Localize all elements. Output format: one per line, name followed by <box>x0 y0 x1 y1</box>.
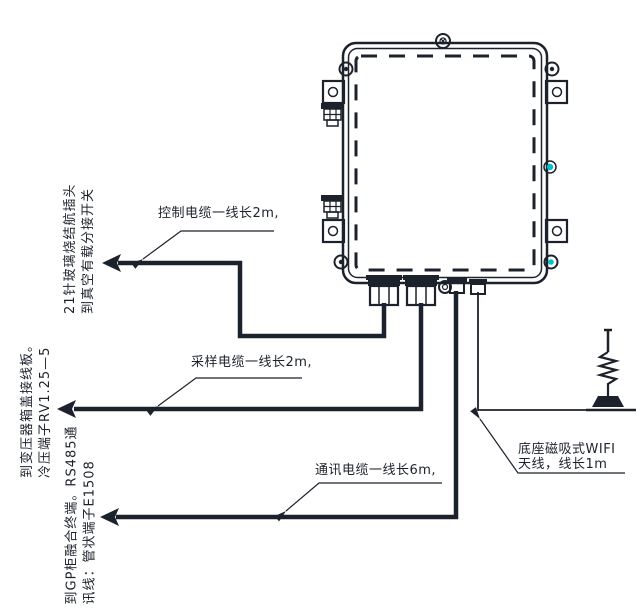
sampling-cable-arrow <box>57 400 76 418</box>
wifi-antenna-label: 底座磁吸式WIFI 天线，线长1m <box>518 442 616 472</box>
antenna-coil <box>595 351 621 396</box>
control-destination-label: 21针玻璃烧结航插头 到真空有载分接开关 <box>62 144 98 314</box>
mounting-lug-right-top <box>544 79 569 105</box>
gasket-dashed-line <box>354 54 536 272</box>
top-screw-icon <box>435 33 451 49</box>
comm-cable-label: 通讯电缆一线长6m, <box>315 463 437 478</box>
sampling-cable-line <box>57 303 424 418</box>
corner-screw-top-left <box>338 61 354 77</box>
corner-screw-bottom-right-grip <box>543 254 559 270</box>
control-cable-line <box>102 254 387 339</box>
right-wall-grip-point <box>543 160 557 174</box>
antenna-magnetic-base <box>592 396 624 407</box>
comm-cable-arrow <box>100 508 119 526</box>
cable-gland-1 <box>366 275 402 307</box>
sampling-cable-label: 采样电缆一线长2m, <box>191 355 313 370</box>
cable-gland-2 <box>403 275 439 307</box>
comm-cable-connector <box>447 277 467 294</box>
mounting-lug-left-top <box>321 79 346 105</box>
comm-destination-label: 到GP柜融合终端。RS485通 讯线：管状端子E1508 <box>64 425 100 605</box>
breather-bolt-lower <box>321 195 342 219</box>
wifi-antenna-label-line2: 天线，线长1m <box>518 457 608 472</box>
sampling-destination-label: 到变压器箱盖接线板。 冷压端子RV1.25—5 <box>19 308 55 478</box>
comm-destination-line1: 到GP柜融合终端。RS485通 <box>64 425 80 605</box>
sampling-label-leader <box>146 377 302 416</box>
comm-cable-line <box>100 291 459 526</box>
control-destination-line1: 21针玻璃烧结航插头 <box>63 183 78 314</box>
control-destination-line2: 到真空有载分接开关 <box>81 187 96 314</box>
control-label-leader <box>131 230 274 269</box>
enclosure-box <box>321 33 569 307</box>
control-cable-label: 控制电缆一线长2m, <box>158 206 280 221</box>
wifi-antenna-label-line1: 底座磁吸式WIFI <box>518 442 616 457</box>
sampling-destination-line1: 到变压器箱盖接线板。 <box>20 337 35 478</box>
wifi-label-leader <box>470 407 625 474</box>
control-cable-arrow <box>102 254 121 272</box>
wifi-cable-line <box>477 292 592 411</box>
mounting-lug-left-bottom <box>321 218 346 244</box>
comm-label-leader <box>274 482 442 522</box>
comm-destination-line2: 讯线：管状端子E1508 <box>82 460 98 605</box>
corner-screw-bottom-left <box>333 254 349 270</box>
wifi-cable-connector <box>469 279 487 295</box>
mounting-lug-right-bottom <box>544 218 569 244</box>
sampling-destination-line2: 冷压端子RV1.25—5 <box>38 346 53 478</box>
corner-screw-top-right <box>544 61 560 77</box>
wifi-antenna <box>586 328 636 412</box>
breather-bolt-upper <box>321 103 342 127</box>
